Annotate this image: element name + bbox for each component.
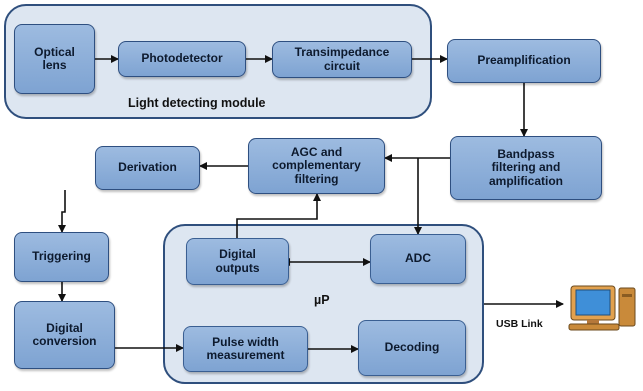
pulse-width-block: Pulse width measurement [183, 326, 308, 372]
preamplification-block: Preamplification [447, 39, 601, 83]
triggering-block: Triggering [14, 232, 109, 282]
optical-lens-block: Optical lens [14, 24, 95, 94]
bandpass-block: Bandpass filtering and amplification [450, 136, 602, 200]
transimpedance-block: Transimpedance circuit [272, 41, 412, 78]
digital-conversion-block: Digital conversion [14, 301, 115, 369]
arrow-derivation-to-triggering [58, 190, 66, 233]
light-detecting-module-label: Light detecting module [128, 96, 266, 110]
computer-icon [568, 285, 636, 331]
usb-link-label: USB Link [496, 318, 543, 330]
decoding-block: Decoding [358, 320, 466, 376]
agc-block: AGC and complementary filtering [248, 138, 385, 194]
digital-outputs-block: Digital outputs [186, 238, 289, 285]
photodetector-block: Photodetector [118, 41, 246, 77]
microprocessor-label: µP [314, 293, 330, 307]
arrow-digital-outputs-to-agc [236, 193, 321, 238]
derivation-block: Derivation [95, 146, 200, 190]
adc-block: ADC [370, 234, 466, 284]
